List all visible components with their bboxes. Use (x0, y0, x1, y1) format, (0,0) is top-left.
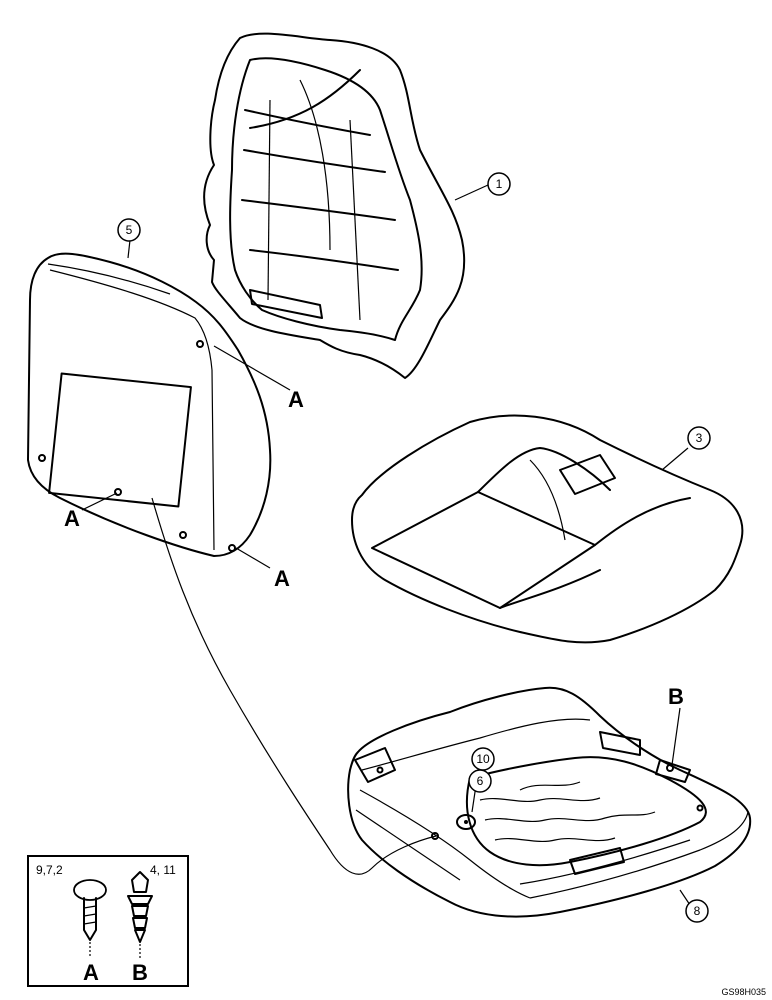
svg-text:5: 5 (126, 223, 133, 237)
fastener-b-letter: B (132, 960, 148, 985)
svg-text:6: 6 (477, 774, 484, 788)
fastener-inset: 9,7,2 4, 11 A B (27, 855, 189, 987)
fastener-a-parts: 9,7,2 (36, 863, 63, 877)
ref-letter-a-left: A (64, 506, 80, 531)
fastener-a-letter: A (83, 960, 99, 985)
fastener-b-parts: 4, 11 (150, 863, 176, 877)
svg-text:3: 3 (696, 431, 703, 445)
fastener-b-icon (127, 871, 153, 958)
callout-5: 5 (117, 218, 141, 242)
seat-back-frame (203, 32, 466, 379)
callout-10: 10 (471, 747, 495, 771)
callout-6: 6 (468, 769, 492, 793)
svg-text:1: 1 (496, 177, 503, 191)
seat-cushion (351, 414, 744, 644)
callout-8: 8 (685, 899, 709, 923)
callout-3: 3 (687, 426, 711, 450)
svg-text:8: 8 (694, 904, 701, 918)
seat-back-cover (27, 252, 272, 557)
figure-code: GS98H035 (721, 987, 766, 997)
ref-letter-b-base: B (668, 684, 684, 709)
seat-base-pan (347, 686, 752, 918)
svg-text:10: 10 (476, 752, 490, 766)
ref-letter-a-bottom: A (274, 566, 290, 591)
callout-1: 1 (487, 172, 511, 196)
ref-letter-a-top: A (288, 387, 304, 412)
fastener-a-icon (73, 879, 107, 958)
